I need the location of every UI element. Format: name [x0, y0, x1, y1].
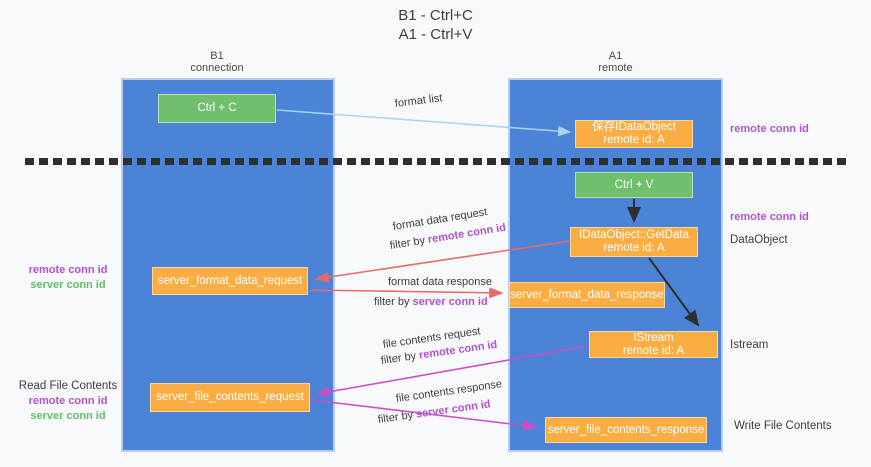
server-conn-id-text: server conn id	[412, 296, 488, 308]
filter-by-text: filter by	[388, 234, 429, 252]
left-conn-id-labels: remote conn id server conn id	[18, 263, 118, 293]
ctrl-c-box: Ctrl + C	[158, 94, 276, 123]
lane-header-a1: A1 remote	[508, 50, 723, 74]
istream-side-label: Istream	[730, 339, 769, 351]
format-data-response-label: format data response	[388, 276, 492, 288]
filter-by-server-conn-id-label-1: filter by server conn id	[374, 296, 488, 309]
ctrl-c-label: Ctrl + C	[197, 102, 237, 114]
read-file-contents-labels: Read File Contents remote conn id server…	[14, 379, 122, 424]
lane-b1-name: B1	[210, 50, 224, 62]
title-line-1: B1 - Ctrl+C	[398, 7, 473, 24]
istream-label: IStream	[633, 331, 674, 344]
idataobject-getdata-box: IDataObject::GetData remote id: A	[570, 227, 698, 257]
remote-conn-id-text: remote conn id	[28, 264, 108, 276]
write-file-contents-label: Write File Contents	[734, 420, 832, 432]
session-separator-line	[25, 158, 848, 165]
server-conn-id-text: server conn id	[30, 279, 106, 291]
filter-by-server-conn-id-label-2: filter by server conn id	[377, 398, 491, 427]
server-file-contents-request-box: server_file_contents_request	[150, 383, 310, 412]
filter-by-text: filter by	[377, 408, 417, 426]
diagram-title: B1 - Ctrl+C A1 - Ctrl+V	[0, 6, 871, 44]
save-dataobject-label: 保存IDataObject	[592, 121, 676, 133]
lane-header-b1: B1 connection	[110, 50, 324, 74]
server-format-data-request-box: server_format_data_request	[152, 267, 308, 295]
lane-a1-name: A1	[608, 50, 623, 62]
ctrl-v-box: Ctrl + V	[575, 172, 693, 198]
getdata-label: IDataObject::GetData	[579, 229, 689, 241]
filter-by-text: filter by	[380, 349, 420, 367]
dataobject-label: DataObject	[730, 234, 788, 246]
title-line-2: A1 - Ctrl+V	[398, 26, 473, 43]
format-data-response-arrow	[309, 287, 504, 299]
server-file-contents-response-label: server_file_contents_response	[547, 423, 705, 436]
server-format-data-response-box: server_format_data_response	[509, 282, 665, 308]
save-dataobject-box: 保存IDataObject remote id: A	[575, 120, 693, 148]
server-file-contents-response-box: server_file_contents_response	[545, 417, 707, 443]
remote-conn-id-tag-top: remote conn id	[730, 123, 809, 135]
server-format-data-response-label: server_format_data_response	[510, 288, 664, 301]
remote-conn-id-tag-dataobject: remote conn id	[730, 211, 809, 223]
istream-box: IStream remote id: A	[589, 331, 718, 358]
server-format-data-request-label: server_format_data_request	[157, 274, 303, 287]
istream-remote-id: remote id: A	[622, 344, 685, 357]
server-conn-id-text: server conn id	[30, 410, 106, 422]
ctrl-v-label: Ctrl + V	[614, 178, 654, 191]
save-dataobject-remote-id: remote id: A	[603, 134, 665, 146]
getdata-remote-id: remote id: A	[603, 242, 665, 254]
read-file-contents-text: Read File Contents	[18, 380, 118, 392]
lane-b1-subtitle: connection	[190, 62, 244, 74]
filter-by-text: filter by	[374, 296, 413, 308]
lane-a1-subtitle: remote	[598, 62, 633, 74]
format-list-label: format list	[394, 92, 444, 110]
server-file-contents-request-label: server_file_contents_request	[156, 391, 304, 403]
remote-conn-id-text: remote conn id	[28, 395, 108, 407]
